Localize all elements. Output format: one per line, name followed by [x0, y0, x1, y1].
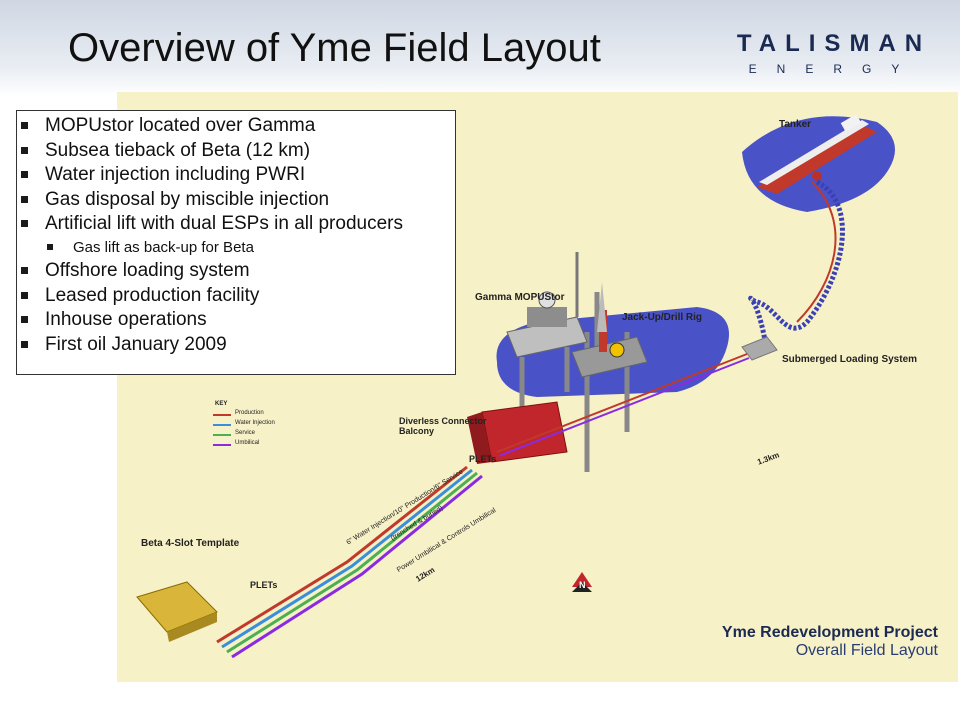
logo-sub: ENERGY	[748, 62, 920, 76]
plets-top-label: PLETs	[469, 454, 497, 464]
north-label: N	[579, 580, 586, 590]
plets-bottom-label: PLETs	[250, 580, 278, 590]
bullet-item: Subsea tieback of Beta (12 km)	[17, 139, 455, 164]
title-band	[0, 0, 960, 96]
bullet-square-icon	[21, 340, 28, 348]
bullet-item: Leased production facility	[17, 284, 455, 309]
connector-label: Diverless Connector Balcony	[399, 416, 487, 436]
storage-tank	[481, 401, 568, 463]
bullet-item: Inhouse operations	[17, 308, 455, 333]
key-service: Service	[235, 430, 256, 436]
key-water-injection: Water Injection	[235, 420, 275, 426]
loading-pipeline	[496, 353, 750, 457]
project-subtitle: Overall Field Layout	[795, 642, 938, 659]
bullet-square-icon	[47, 243, 53, 250]
logo-name: TALISMAN	[736, 30, 932, 57]
mopustor-label: Gamma MOPUStor	[475, 292, 565, 303]
bullet-square-icon	[21, 171, 28, 179]
bullet-item: Water injection including PWRI	[17, 163, 455, 188]
field-layout-graphic	[136, 114, 895, 659]
loading-label: Submerged Loading System	[782, 354, 918, 365]
mopustor-legs	[519, 347, 570, 412]
buoy	[812, 171, 822, 181]
bullet-square-icon	[21, 195, 28, 203]
project-title: Yme Redevelopment Project	[721, 624, 938, 641]
bullet-subitem: Gas lift as back-up for Beta	[17, 237, 455, 259]
key-production: Production	[235, 410, 264, 416]
bullet-item: MOPUstor located over Gamma	[17, 114, 455, 139]
bullet-item: Artificial lift with dual ESPs in all pr…	[17, 212, 455, 237]
slide-title: Overview of Yme Field Layout	[68, 26, 601, 70]
bullet-square-icon	[21, 316, 28, 324]
bullet-square-icon	[21, 146, 28, 154]
loading-hose	[748, 179, 845, 353]
bullet-square-icon	[21, 122, 28, 129]
talisman-logo: TALISMAN ENERGY	[734, 30, 934, 76]
bullet-square-icon	[21, 266, 28, 274]
pipeline-bundle	[216, 465, 483, 659]
jackup-label: Jack-Up/Drill Rig	[622, 312, 703, 323]
bullet-item: First oil January 2009	[17, 333, 455, 358]
project-caption: Yme Redevelopment Project Overall Field …	[716, 624, 938, 660]
loading-base	[741, 336, 778, 361]
template-label: Beta 4-Slot Template	[141, 538, 240, 549]
mopu-modules	[527, 307, 567, 327]
bullet-square-icon	[21, 291, 28, 299]
jackup-rig-deck	[571, 336, 648, 378]
north-arrow	[567, 570, 597, 592]
key-umbilical: Umbilical	[235, 440, 260, 446]
bullet-item: Offshore loading system	[17, 259, 455, 284]
tanker-label: Tanker	[779, 119, 812, 130]
bullet-list: MOPUstor located over Gamma Subsea tieba…	[16, 110, 456, 375]
key-title: KEY	[215, 401, 228, 407]
key-box-lines	[213, 414, 231, 446]
tanker-ship	[757, 125, 877, 194]
bullet-square-icon	[21, 220, 28, 228]
derrick-top	[597, 282, 607, 332]
bullet-item: Gas disposal by miscible injection	[17, 188, 455, 213]
